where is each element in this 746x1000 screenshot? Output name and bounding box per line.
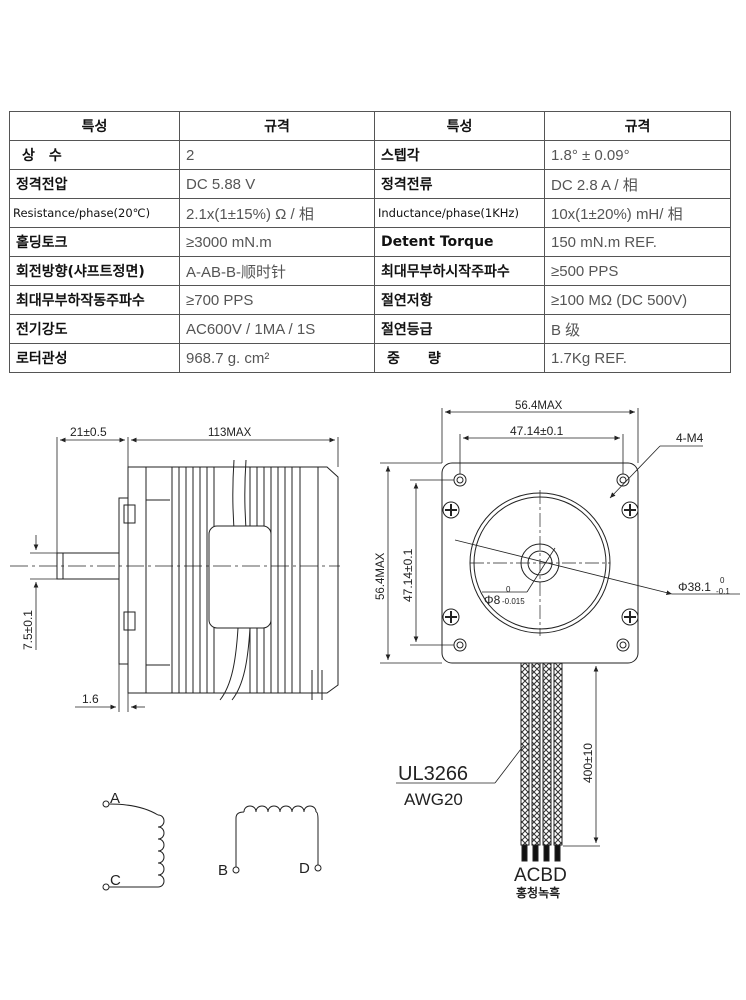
dim-flange: 1.6	[82, 692, 99, 706]
front-dimensions	[380, 408, 740, 664]
boss-dia: Φ38.1	[678, 580, 711, 594]
table-row: 회전방향(샤프트정면) A-AB-B-顺时针 최대무부하시작주파수 ≥500 P…	[9, 256, 731, 286]
terminal-c: C	[110, 872, 121, 889]
spec-value: 150 mN.m REF.	[544, 227, 731, 257]
shaft-tol-lower: -0.015	[502, 597, 525, 606]
spec-value: ≥700 PPS	[179, 285, 375, 315]
dim-lead-length: 400±10	[581, 743, 595, 783]
screws	[442, 501, 639, 626]
dim-body-length: 113MAX	[208, 427, 252, 439]
spec-value: 10x(1±20%) mH/ 相	[544, 198, 731, 228]
spec-table: 특성 규격 특성 규격 상 수 2 스텝각 1.8° ± 0.09° 정격전압 …	[9, 111, 731, 373]
spec-label: 정격전압	[9, 169, 180, 199]
dim-front-width: 56.4MAX	[515, 400, 563, 412]
wire-b	[542, 662, 552, 846]
spec-value: 2.1x(1±15%) Ω / 相	[179, 198, 375, 228]
header-cell: 규격	[544, 111, 731, 141]
wire-spec-2: AWG20	[404, 790, 463, 809]
boss-tol-lower: -0.1	[716, 587, 730, 596]
spec-label: 절연등급	[374, 314, 545, 344]
dim-shaft-offset: 7.5±0.1	[21, 610, 35, 650]
wire-a	[520, 662, 530, 846]
spec-label: 최대무부하시작주파수	[374, 256, 545, 286]
spec-label: 전기강도	[9, 314, 180, 344]
lead-wires	[520, 662, 563, 862]
shaft-tol-upper: 0	[506, 585, 511, 594]
spec-value: AC600V / 1MA / 1S	[179, 314, 375, 344]
spec-value: DC 2.8 A / 相	[544, 169, 731, 199]
terminal-b: B	[218, 862, 228, 879]
bolt	[123, 504, 136, 524]
header-cell: 규격	[179, 111, 375, 141]
side-view	[10, 459, 340, 701]
spec-label: 최대무부하작동주파수	[9, 285, 180, 315]
table-row: 정격전압 DC 5.88 V 정격전류 DC 2.8 A / 相	[9, 169, 731, 199]
header-cell: 특성	[9, 111, 180, 141]
wire-c	[531, 662, 541, 846]
spec-label: 중 량	[374, 343, 545, 373]
dim-front-height: 56.4MAX	[375, 552, 387, 600]
dim-hole-spacing-h: 47.14±0.1	[510, 424, 564, 438]
spec-value: B 级	[544, 314, 731, 344]
spec-label: 회전방향(샤프트정면)	[9, 256, 180, 286]
terminal-a: A	[110, 790, 120, 807]
boss-tol-upper: 0	[720, 576, 725, 585]
dim-hole-spacing-v: 47.14±0.1	[401, 548, 415, 602]
spec-label: 스텝각	[374, 140, 545, 170]
table-row: Resistance/phase(20℃) 2.1x(1±15%) Ω / 相 …	[9, 198, 731, 228]
mount-holes	[453, 473, 630, 652]
header-cell: 특성	[374, 111, 545, 141]
spec-value: ≥100 MΩ (DC 500V)	[544, 285, 731, 315]
wire-d	[553, 662, 563, 846]
holes-label: 4-M4	[676, 431, 704, 445]
spec-label: Inductance/phase(1KHz)	[374, 198, 545, 228]
cable-clamp	[208, 525, 272, 629]
table-row: 최대무부하작동주파수 ≥700 PPS 절연저항 ≥100 MΩ (DC 500…	[9, 285, 731, 315]
table-row: 전기강도 AC600V / 1MA / 1S 절연등급 B 级	[9, 314, 731, 344]
table-row: 로터관성 968.7 g. cm² 중 량 1.7Kg REF.	[9, 343, 731, 373]
spec-value: A-AB-B-顺时针	[179, 256, 375, 286]
spec-value: 968.7 g. cm²	[179, 343, 375, 373]
spec-label: Resistance/phase(20℃)	[9, 198, 180, 228]
table-header-row: 특성 규격 특성 규격	[9, 111, 731, 141]
table-row: 홀딩토크 ≥3000 mN.m Detent Torque 150 mN.m R…	[9, 227, 731, 257]
spec-label: 정격전류	[374, 169, 545, 199]
spec-label: 로터관성	[9, 343, 180, 373]
dim-shaft-length: 21±0.5	[70, 425, 107, 439]
spec-value: ≥500 PPS	[544, 256, 731, 286]
table-row: 상 수 2 스텝각 1.8° ± 0.09°	[9, 140, 731, 170]
front-view	[441, 462, 639, 664]
spec-value: DC 5.88 V	[179, 169, 375, 199]
spec-value: 1.8° ± 0.09°	[544, 140, 731, 170]
spec-label: 상 수	[9, 140, 180, 170]
spec-value: ≥3000 mN.m	[179, 227, 375, 257]
coil-2	[243, 805, 317, 813]
bolt	[123, 611, 136, 631]
side-dimensions	[30, 437, 339, 712]
wiring-diagram	[102, 800, 322, 891]
spec-label: Detent Torque	[374, 227, 545, 257]
spec-value: 1.7Kg REF.	[544, 343, 731, 373]
terminal-d: D	[299, 860, 310, 877]
lead-letters: ACBD	[514, 865, 567, 886]
wire-spec-1: UL3266	[398, 763, 468, 785]
spec-value: 2	[179, 140, 375, 170]
coil-1	[157, 814, 165, 888]
spec-label: 절연저항	[374, 285, 545, 315]
spec-label: 홀딩토크	[9, 227, 180, 257]
lead-colors: 홍청녹흑	[516, 885, 560, 900]
technical-drawing: 21±0.5 113MAX 7.5±0.1 1.6	[10, 400, 740, 900]
shaft-dia: Φ8	[484, 593, 501, 607]
